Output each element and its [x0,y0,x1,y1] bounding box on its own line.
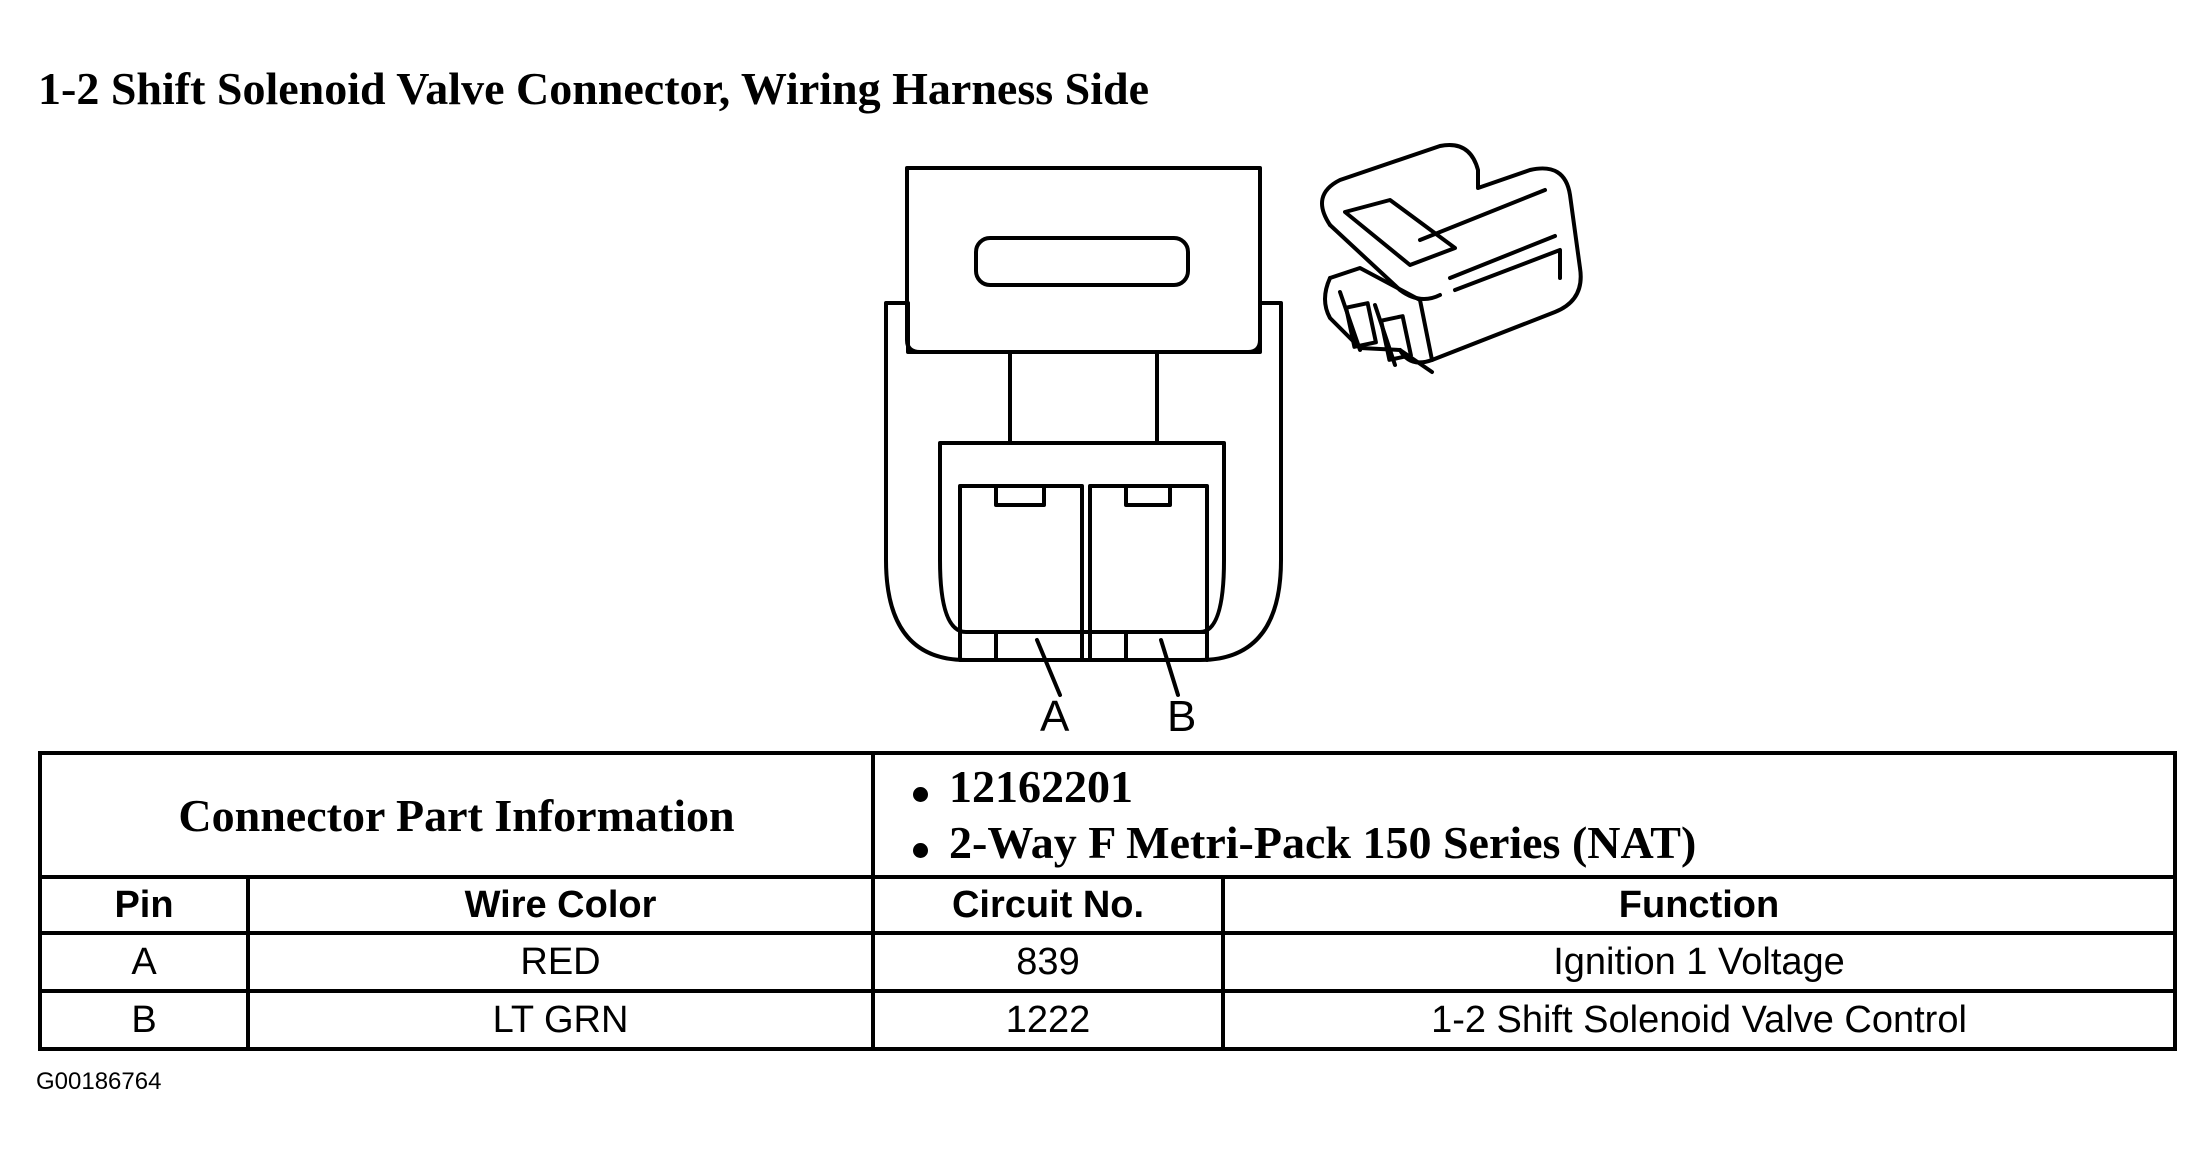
header-circuit-no: Circuit No. [871,875,1225,935]
connector-front-view [884,166,1283,697]
connector-info-table: Connector Part Information 12162201 2-Wa… [38,751,2177,1051]
connector-body-outline [884,301,1283,662]
header-wire-color: Wire Color [246,875,875,935]
cell-function: 1-2 Shift Solenoid Valve Control [1221,989,2177,1051]
cell-wire-color: RED [246,931,875,993]
part-description: 2-Way F Metri-Pack 150 Series (NAT) [913,815,2173,871]
connector-latch-tab [905,166,1262,354]
pin-a-leader [1035,638,1062,697]
cell-pin: A [38,931,250,993]
cell-function: Ignition 1 Voltage [1221,931,2177,993]
bullet-icon [913,787,928,802]
cell-circuit-no: 839 [871,931,1225,993]
diagram-title: 1-2 Shift Solenoid Valve Connector, Wiri… [38,63,1149,114]
table-row: A RED 839 Ignition 1 Voltage [38,931,2177,993]
cell-wire-color: LT GRN [246,989,875,1051]
pin-a-cavity [958,484,1084,662]
connector-part-items: 12162201 2-Way F Metri-Pack 150 Series (… [871,751,2177,879]
header-function: Function [1221,875,2177,935]
connector-part-row: Connector Part Information 12162201 2-Wa… [38,751,2177,879]
pin-label-a: A [1040,692,1070,741]
cell-circuit-no: 1222 [871,989,1225,1051]
cell-pin: B [38,989,250,1051]
connector-part-label: Connector Part Information [38,751,875,879]
part-number: 12162201 [913,759,2173,815]
connector-isometric-view [1320,143,1583,374]
header-pin: Pin [38,875,250,935]
table-row: B LT GRN 1222 1-2 Shift Solenoid Valve C… [38,989,2177,1051]
pin-b-cavity [1088,484,1209,662]
bullet-icon [913,843,928,858]
latch-slot [974,236,1190,287]
pin-label-b: B [1167,692,1197,741]
figure-code: G00186764 [36,1068,162,1095]
pin-b-leader [1159,638,1180,697]
table-header-row: Pin Wire Color Circuit No. Function [38,875,2177,935]
